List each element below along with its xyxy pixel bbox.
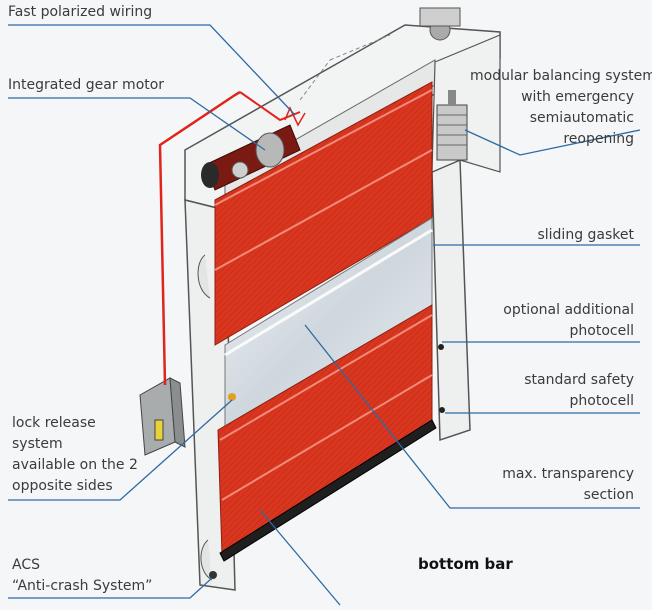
- label-lock-release: lock release system available on the 2 o…: [12, 415, 138, 494]
- leader-lines: [8, 24, 641, 606]
- label-modular-balancing: modular balancing system with emergency …: [470, 68, 652, 147]
- wiring-line: [158, 90, 241, 386]
- right-frame-post: [431, 158, 471, 442]
- gear-motor: [201, 124, 301, 191]
- label-bottom-bar: bottom bar: [418, 555, 513, 573]
- label-max-transparency: max. transparency section: [502, 466, 634, 503]
- label-fast-wiring: Fast polarized wiring: [8, 4, 153, 20]
- label-optional-photocell: optional additional photocell: [503, 302, 634, 339]
- label-sliding-gasket: sliding gasket: [537, 227, 634, 243]
- label-gear-motor: Integrated gear motor: [8, 77, 165, 93]
- label-acs: ACS “Anti-crash System”: [12, 557, 153, 594]
- control-box: [139, 377, 186, 456]
- balancing-system: [436, 90, 468, 161]
- label-standard-photocell: standard safety photocell: [524, 372, 634, 409]
